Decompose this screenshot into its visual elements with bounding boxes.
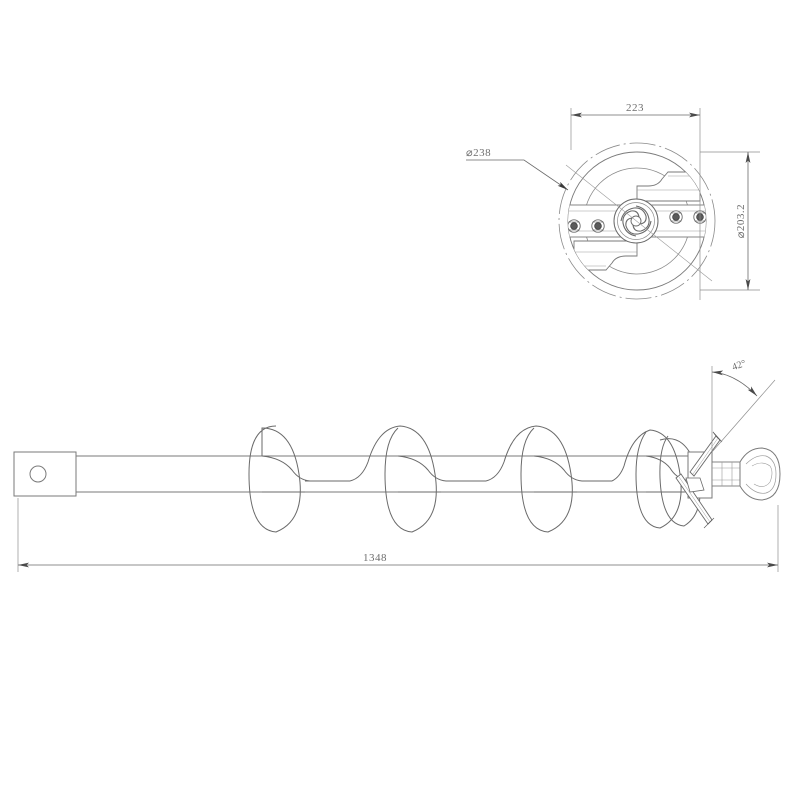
pilot-drill-head	[739, 447, 781, 501]
mounting-hole	[29, 465, 47, 483]
dimension-1348-label: 1348	[363, 552, 387, 564]
dimension-223: 223	[570, 102, 701, 300]
dimension-238-label: ⌀238	[466, 147, 491, 159]
angle-ref-oblique	[711, 379, 776, 453]
helical-flight-group	[248, 425, 713, 533]
bolt-left-outer	[568, 219, 581, 233]
drill-tip-assembly	[675, 431, 781, 529]
tooth-root-block	[685, 477, 705, 493]
tip-shank	[711, 461, 741, 487]
cutting-tooth-lower	[675, 473, 715, 529]
flight-turn-1	[248, 425, 350, 533]
dimension-223-label: 223	[626, 102, 644, 114]
dimension-203-2: ⌀203.2	[700, 151, 760, 291]
outer-diameter-circle-238	[558, 142, 716, 300]
dimension-238: ⌀238	[466, 147, 569, 191]
shaft-tube	[75, 455, 700, 493]
bolt-right-inner	[669, 210, 683, 224]
cutting-tooth-upper	[689, 431, 723, 477]
dimension-203-2-label: ⌀203.2	[735, 204, 747, 238]
front-view-group: 223 ⌀203.2 ⌀238	[466, 102, 760, 300]
bolt-left-inner	[591, 219, 605, 233]
flight-turn-2	[305, 425, 486, 533]
dimension-42-deg: 42°	[711, 358, 776, 453]
side-view-group: 42° 1348	[13, 358, 781, 572]
front-view-diagonal-axis	[565, 164, 713, 282]
angle-arc	[711, 370, 758, 397]
spiral-hub	[613, 198, 659, 244]
mounting-plate	[13, 451, 77, 497]
flight-turn-3	[485, 425, 612, 533]
dimension-1348: 1348	[17, 498, 779, 572]
dimension-42-deg-label: 42°	[731, 358, 748, 373]
